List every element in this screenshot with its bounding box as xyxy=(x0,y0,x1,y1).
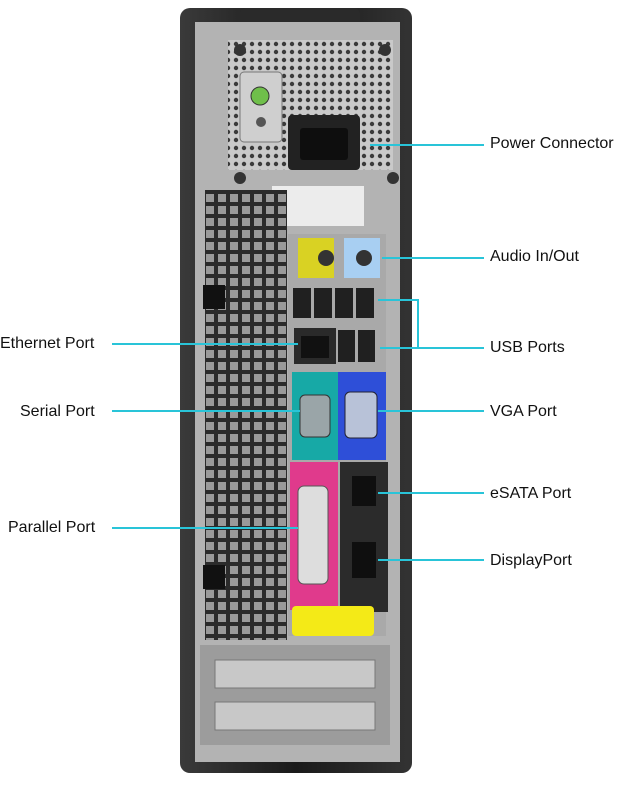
usb-port xyxy=(293,288,311,318)
usb-port xyxy=(314,288,332,318)
label-esata-port: eSATA Port xyxy=(490,485,572,502)
service-tag-sticker xyxy=(272,186,364,226)
esata-port xyxy=(352,476,376,506)
thumbscrew-bottom xyxy=(203,565,225,589)
label-serial-port: Serial Port xyxy=(20,403,95,420)
label-vga-port: VGA Port xyxy=(490,403,557,420)
label-usb-ports: USB Ports xyxy=(490,339,565,356)
callout-lines xyxy=(112,144,484,561)
label-displayport: DisplayPort xyxy=(490,552,572,569)
usb-port xyxy=(358,330,375,362)
usb-port xyxy=(356,288,374,318)
yellow-sticker xyxy=(292,606,374,636)
label-parallel-port: Parallel Port xyxy=(8,519,96,536)
displayport-port xyxy=(352,542,376,578)
label-ethernet-port: Ethernet Port xyxy=(0,335,95,352)
label-audio-in-out: Audio In/Out xyxy=(490,248,579,265)
usb-port xyxy=(335,288,353,318)
thumbscrew-top xyxy=(203,285,225,309)
power-supply xyxy=(228,40,399,184)
io-panel xyxy=(288,234,388,636)
usb-port xyxy=(338,330,355,362)
label-power-connector: Power Connector xyxy=(490,135,614,152)
callout-line-usb xyxy=(378,299,419,349)
expansion-slots xyxy=(200,645,390,745)
